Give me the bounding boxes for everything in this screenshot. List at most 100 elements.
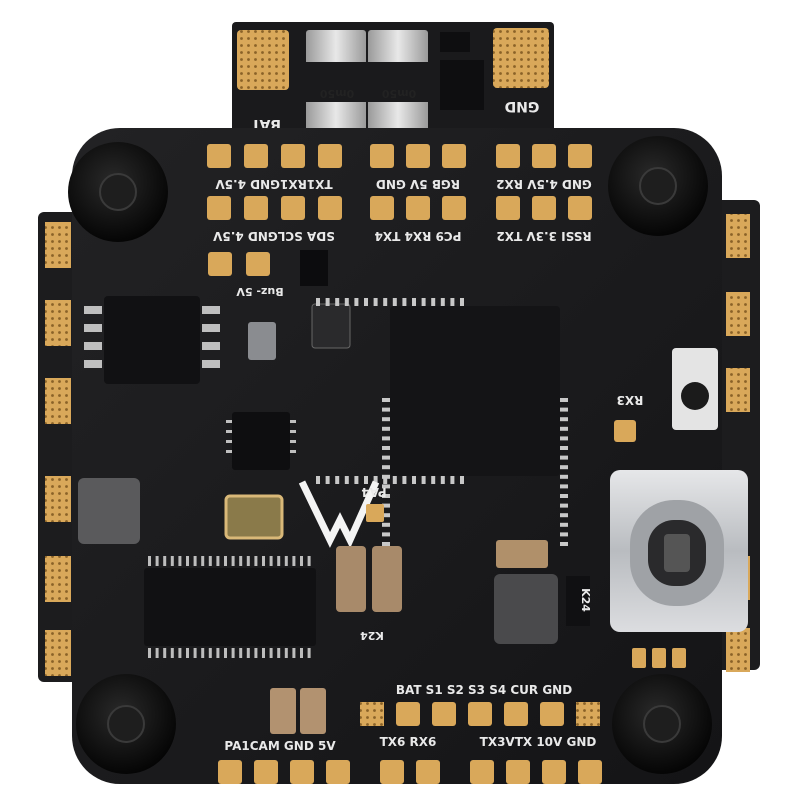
mcu-pin — [382, 474, 390, 479]
shunt-resistor-left — [306, 30, 366, 132]
mcu-pin — [382, 426, 390, 431]
mcu-pin — [560, 465, 568, 470]
mcu-pin — [382, 494, 390, 498]
osd-pin — [208, 556, 212, 566]
bottom-row1-label: BAT S1 S2 S3 S4 CUR GND — [396, 683, 572, 697]
camera-caps — [270, 688, 326, 734]
k24-left-label: K24 — [360, 629, 384, 642]
pa4-pad — [366, 504, 384, 522]
mcu-pin — [364, 298, 368, 306]
row1-left-label: TX1RX1GND 4.5V — [215, 177, 333, 191]
osd-pin — [292, 648, 296, 658]
mcu-pin — [392, 476, 397, 484]
osd-pin — [186, 556, 189, 566]
osd-pin — [155, 648, 159, 658]
mcu-pin — [335, 476, 340, 484]
osd-pin — [300, 648, 303, 658]
osd-pin — [148, 556, 151, 566]
mcu-pin — [382, 503, 390, 508]
mcu-pin — [421, 298, 426, 306]
osd-pin — [277, 648, 281, 658]
mcu-pin — [402, 476, 407, 484]
pa4-label: PA4 — [361, 485, 386, 499]
mcu-pin — [382, 465, 390, 470]
bottom-row2-mid-label: TX6 RX6 — [380, 735, 437, 749]
boot-button — [672, 348, 718, 430]
diode — [566, 576, 590, 626]
buzzer-label: Buz- 5V — [236, 285, 284, 298]
mcu-pin — [560, 513, 568, 518]
mcu-pin — [344, 298, 349, 306]
usb-c-port — [610, 470, 748, 632]
mcu-pin — [382, 522, 390, 527]
mcu-pin — [560, 542, 568, 546]
osd-pin — [186, 648, 189, 658]
mount-grommet-top-right — [608, 136, 708, 236]
top-pad-row-1 — [207, 144, 592, 168]
mcu-pin — [382, 513, 390, 518]
osd-pin — [163, 556, 167, 566]
mcu-pin — [412, 476, 416, 484]
bottom-row2-left-label: PA1CAM GND 5V — [224, 739, 336, 753]
inductor-right — [494, 574, 558, 644]
buzzer-pads — [208, 252, 270, 276]
shunt-right-label: 0m50 — [381, 87, 416, 100]
shunt-left-label: 0m50 — [319, 87, 354, 100]
mcu-pin — [344, 476, 349, 484]
row1-right-label: GND 4.5V RX2 — [496, 177, 592, 191]
mcu-pin — [325, 476, 330, 484]
capacitor-right — [496, 540, 548, 568]
osd-pin — [224, 648, 227, 658]
osd-pin — [170, 556, 174, 566]
osd-pin — [193, 648, 197, 658]
mcu-pin — [382, 542, 390, 546]
osd-pin — [284, 648, 288, 658]
rx3-label: RX3 — [617, 393, 644, 407]
mcu-pin — [412, 298, 416, 306]
mcu-pin — [431, 476, 436, 484]
mcu-pin — [560, 474, 568, 479]
osd-pin — [254, 556, 258, 566]
mcu-pin — [382, 436, 390, 441]
mcu-pin — [354, 298, 359, 306]
mcu-pin — [325, 298, 330, 306]
osd-pin — [216, 648, 220, 658]
osd-pin — [208, 648, 212, 658]
mcu-pin — [560, 484, 568, 489]
row2-right-label: RSSI 3.3V TX2 — [496, 229, 591, 243]
mcu-pin — [560, 407, 568, 412]
osd-pin — [224, 556, 227, 566]
osd-pin — [193, 556, 197, 566]
gnd-tab-label: GND — [505, 98, 540, 114]
osd-pin — [262, 648, 265, 658]
mcu-pin — [383, 298, 388, 306]
osd-pin — [231, 556, 235, 566]
osd-pin — [201, 556, 205, 566]
mcu-pin — [373, 476, 378, 484]
mcu-pin — [421, 476, 426, 484]
mcu-pin — [382, 484, 390, 489]
osd-pin — [300, 556, 303, 566]
osd-pin — [277, 556, 281, 566]
usb-side-pads — [632, 648, 686, 668]
mcu-chip — [316, 298, 568, 546]
top-power-tab: BAT GND 0m50 0m50 — [232, 22, 554, 152]
osd-pin — [246, 556, 250, 566]
osd-pin — [178, 648, 182, 658]
osd-pin — [307, 556, 311, 566]
transistor — [300, 250, 328, 286]
mount-grommet-bottom-right — [612, 674, 712, 774]
osd-pin — [216, 556, 220, 566]
brand-logo — [298, 480, 380, 549]
row2-mid-label: PC9 RX4 TX4 — [375, 229, 462, 243]
crystal-oscillator — [224, 494, 284, 540]
mcu-pin — [460, 298, 464, 306]
osd-pin — [269, 648, 273, 658]
mcu-pin — [560, 426, 568, 431]
mount-grommet-top-left — [68, 142, 168, 242]
osd-pin — [254, 648, 258, 658]
mcu-pin — [560, 436, 568, 441]
osd-pin — [178, 556, 182, 566]
osd-pin — [155, 556, 159, 566]
